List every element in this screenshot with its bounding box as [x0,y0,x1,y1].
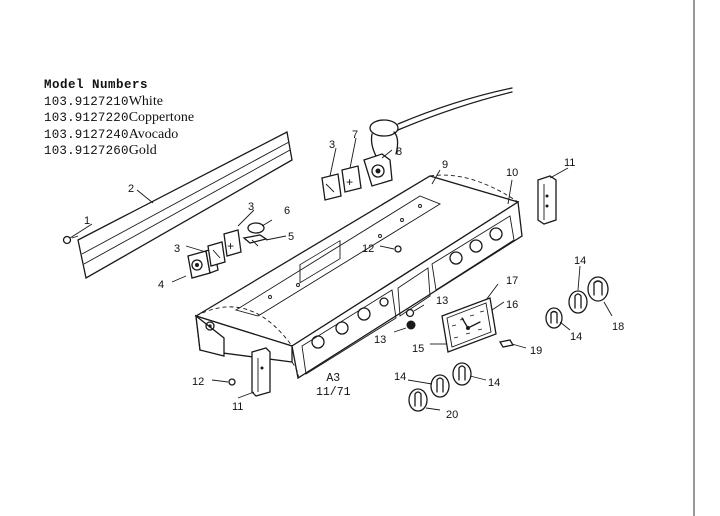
part-18-knob [587,276,609,302]
callout-3-left-b: 3 [174,243,180,255]
callout-19: 19 [530,345,542,357]
part-11-end-cap-left [251,347,271,397]
callout-10: 10 [506,167,518,179]
stamp-code: A3 [326,372,341,385]
callout-14-d: 14 [488,377,500,389]
model-number: 103.9127210 [44,94,129,109]
part-12-screw-lower [211,378,236,386]
callout-1: 1 [84,215,90,227]
callout-5: 5 [288,231,294,243]
part-13-grommet-lower [393,320,416,333]
callout-11-left: 11 [232,401,243,413]
part-14-knob-c [452,362,472,386]
part-12-screw-upper [379,245,402,253]
model-color: Gold [128,143,157,158]
part-14-knob-a [568,290,588,314]
callout-17: 17 [506,275,518,287]
callout-15: 15 [412,343,424,355]
model-row: 103.9127220Coppertone [44,110,194,127]
part-6-screw [247,219,273,234]
callout-8: 8 [396,146,402,158]
callout-12-lower: 12 [192,376,204,388]
callout-14-b: 14 [570,331,582,343]
callout-11-right: 11 [564,157,575,169]
callout-13-lower: 13 [374,334,386,346]
part-20-knob [408,388,428,412]
part-16-clock [430,297,497,353]
leader-lines [69,137,613,411]
model-numbers-block: Model Numbers 103.9127210White 103.91272… [44,78,194,160]
model-row: 103.9127210White [44,94,194,111]
model-color: Avocado [128,126,179,142]
part-7-switch: + [341,165,362,193]
callout-20: 20 [446,409,458,421]
callout-4: 4 [158,279,164,291]
model-color: Coppertone [128,110,195,125]
callout-2: 2 [128,183,134,195]
part-11-end-cap-right [537,175,557,225]
callout-14-c: 14 [394,371,406,383]
callout-3-upper: 3 [329,139,335,151]
model-numbers-heading: Model Numbers [44,78,149,92]
callout-14-a: 14 [574,255,586,267]
part-3-switch-upper [321,173,342,201]
drawing-stamp: A3 11/71 [316,372,351,400]
part-3-switch-left: + [207,229,242,267]
callout-3-left-a: 3 [248,201,254,213]
part-2-trim-strip [77,131,293,280]
model-number: 103.9127260 [44,144,129,158]
model-number: 103.9127240 [44,127,129,142]
callout-12-upper: 12 [362,243,374,255]
stamp-date: 11/71 [316,386,351,399]
part-10-front-panel [291,200,523,380]
callout-13-upper: 13 [436,295,448,307]
callout-18: 18 [612,321,624,333]
part-5-bracket [242,234,268,247]
model-color: White [128,93,163,109]
callout-16: 16 [506,299,518,311]
model-row: 103.9127240Avocado [44,127,194,144]
part-14-knob-b [545,307,563,329]
callout-6: 6 [284,205,290,217]
svg-text:+: + [227,240,234,254]
part-13-grommet-upper [405,304,425,318]
callout-9: 9 [442,159,448,171]
model-number: 103.9127220 [44,111,129,125]
model-row: 103.9127260Gold [44,143,194,160]
part-8-timer-motor [363,87,513,187]
part-1-screw [62,235,79,245]
svg-text:+: + [346,176,353,190]
part-19-clock-knob [498,339,527,349]
callout-7: 7 [352,129,358,141]
part-14-knob-d [430,374,450,398]
